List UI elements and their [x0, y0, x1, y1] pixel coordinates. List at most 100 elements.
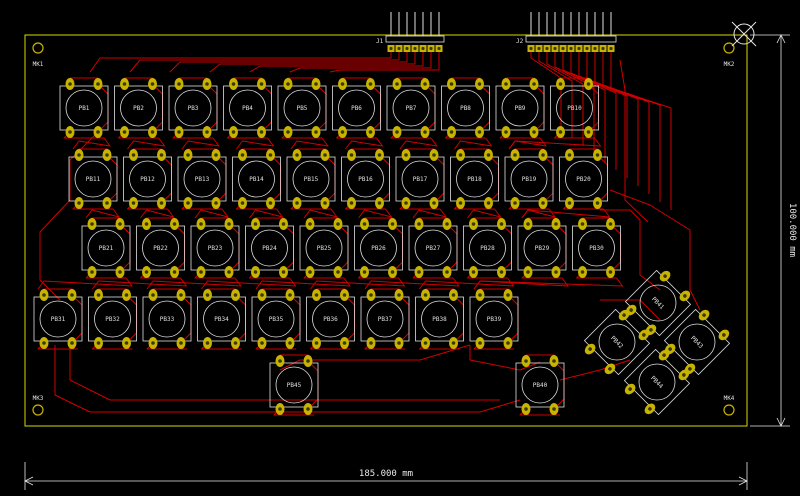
- push-button-switch: PB30: [572, 218, 621, 278]
- height-dimension-label: 100.000 mm: [787, 203, 797, 257]
- switch-pad-hole: [663, 274, 667, 278]
- switch-pad-hole: [281, 270, 286, 274]
- switch-pad-hole: [131, 153, 136, 157]
- switch-actuator-circle: [639, 284, 677, 322]
- switch-pad-hole: [150, 130, 155, 134]
- switch-pad-hole: [608, 222, 613, 226]
- switch-outline: [223, 85, 272, 131]
- switch-outline: [245, 225, 294, 271]
- switch-outline: [504, 156, 554, 202]
- switch-pad-hole: [506, 341, 510, 345]
- copper-trace: [140, 208, 174, 219]
- copper-trace: [169, 52, 408, 73]
- switch-actuator-circle: [305, 229, 343, 267]
- switch-pad-hole: [172, 270, 177, 274]
- switch-label: PB17: [413, 176, 428, 183]
- switch-pad-hole: [532, 82, 536, 86]
- switch-pad-hole: [477, 130, 482, 134]
- header-pad-hole: [537, 46, 541, 51]
- switch-actuator-circle: [421, 300, 458, 338]
- header-pad-hole: [429, 46, 433, 51]
- switch-outline: [624, 269, 692, 337]
- switch-outline: [441, 85, 490, 131]
- switch-pad-hole: [240, 201, 245, 205]
- switch-actuator-circle: [229, 89, 266, 127]
- switch-pad-hole: [471, 270, 476, 274]
- push-button-switch: PB18: [450, 149, 499, 209]
- push-button-switch: PB5: [277, 78, 327, 138]
- copper-trace: [54, 345, 521, 413]
- switch-pad-hole: [336, 270, 340, 274]
- mounting-hole: MK3: [32, 395, 44, 416]
- switch-pad-hole: [260, 293, 264, 297]
- copper-trace: [279, 344, 471, 371]
- switch-pad-hole: [288, 341, 292, 345]
- copper-trace: [609, 189, 701, 311]
- switch-outline: [136, 225, 185, 271]
- push-button-switch: PB29: [517, 218, 567, 278]
- switch-pad-hole: [150, 82, 155, 86]
- switch-pad-hole: [513, 153, 517, 157]
- switch-pad-hole: [349, 153, 354, 157]
- switch-pad-hole: [451, 341, 456, 345]
- switch-actuator-circle: [238, 160, 275, 198]
- switch-actuator-circle: [598, 323, 636, 361]
- push-button-switch: PB4: [223, 78, 272, 138]
- switch-pad-hole: [432, 153, 436, 157]
- switch-pad-hole: [722, 333, 726, 337]
- push-button-switch: PB6: [332, 78, 381, 138]
- switch-pad-hole: [458, 153, 463, 157]
- switch-pad-hole: [314, 341, 319, 345]
- switch-pad-hole: [688, 367, 692, 371]
- push-button-switch: PB12: [123, 149, 172, 209]
- switch-actuator-circle: [578, 229, 615, 267]
- switch-actuator-circle: [401, 160, 439, 198]
- switch-pad-hole: [268, 153, 273, 157]
- switch-label: PB16: [358, 176, 373, 183]
- switch-actuator-circle: [148, 300, 186, 338]
- switch-pad-hole: [369, 341, 373, 345]
- push-button-switch: PB40: [515, 355, 565, 415]
- push-button-switch: PB45: [269, 355, 319, 415]
- push-button-switch: PB39: [469, 289, 519, 349]
- copper-trace: [146, 277, 242, 290]
- switch-pad-hole: [205, 341, 210, 345]
- switch-pad-hole: [214, 201, 218, 205]
- switch-actuator-circle: [74, 160, 112, 198]
- switch-pad-hole: [595, 153, 600, 157]
- switch-pad-hole: [42, 341, 46, 345]
- copper-trace: [69, 345, 500, 401]
- mounting-hole-ring: [32, 404, 44, 416]
- switch-pad-hole: [478, 341, 482, 345]
- switch-pad-hole: [90, 222, 94, 226]
- switch-pad-hole: [622, 313, 626, 317]
- switch-outline: [81, 225, 131, 271]
- switch-pad-hole: [105, 153, 109, 157]
- push-button-switch: PB13: [177, 149, 227, 209]
- push-button-switch: PB2: [114, 78, 163, 138]
- push-button-switch: PB44: [623, 348, 691, 416]
- switch-pad-hole: [177, 130, 181, 134]
- header-pad-hole: [437, 46, 441, 51]
- push-button-switch: PB11: [68, 149, 118, 209]
- switch-pad-hole: [526, 222, 530, 226]
- switch-pad-hole: [77, 201, 81, 205]
- switch-pad-hole: [308, 270, 312, 274]
- copper-trace: [37, 277, 133, 290]
- switch-pad-hole: [131, 201, 136, 205]
- switch-outline: [663, 308, 731, 376]
- switch-actuator-circle: [565, 160, 602, 198]
- switch-outline: [386, 85, 436, 131]
- switch-pad-hole: [682, 373, 686, 377]
- switch-actuator-circle: [338, 89, 375, 127]
- switch-pad-hole: [445, 222, 449, 226]
- switch-pad-hole: [629, 308, 633, 312]
- switch-actuator-circle: [87, 229, 125, 267]
- switch-pad-hole: [395, 130, 399, 134]
- push-button-switch: PB25: [299, 218, 349, 278]
- switch-outline: [572, 225, 621, 271]
- copper-trace: [610, 52, 672, 210]
- switch-pad-hole: [608, 367, 612, 371]
- switch-label: PB36: [323, 316, 338, 323]
